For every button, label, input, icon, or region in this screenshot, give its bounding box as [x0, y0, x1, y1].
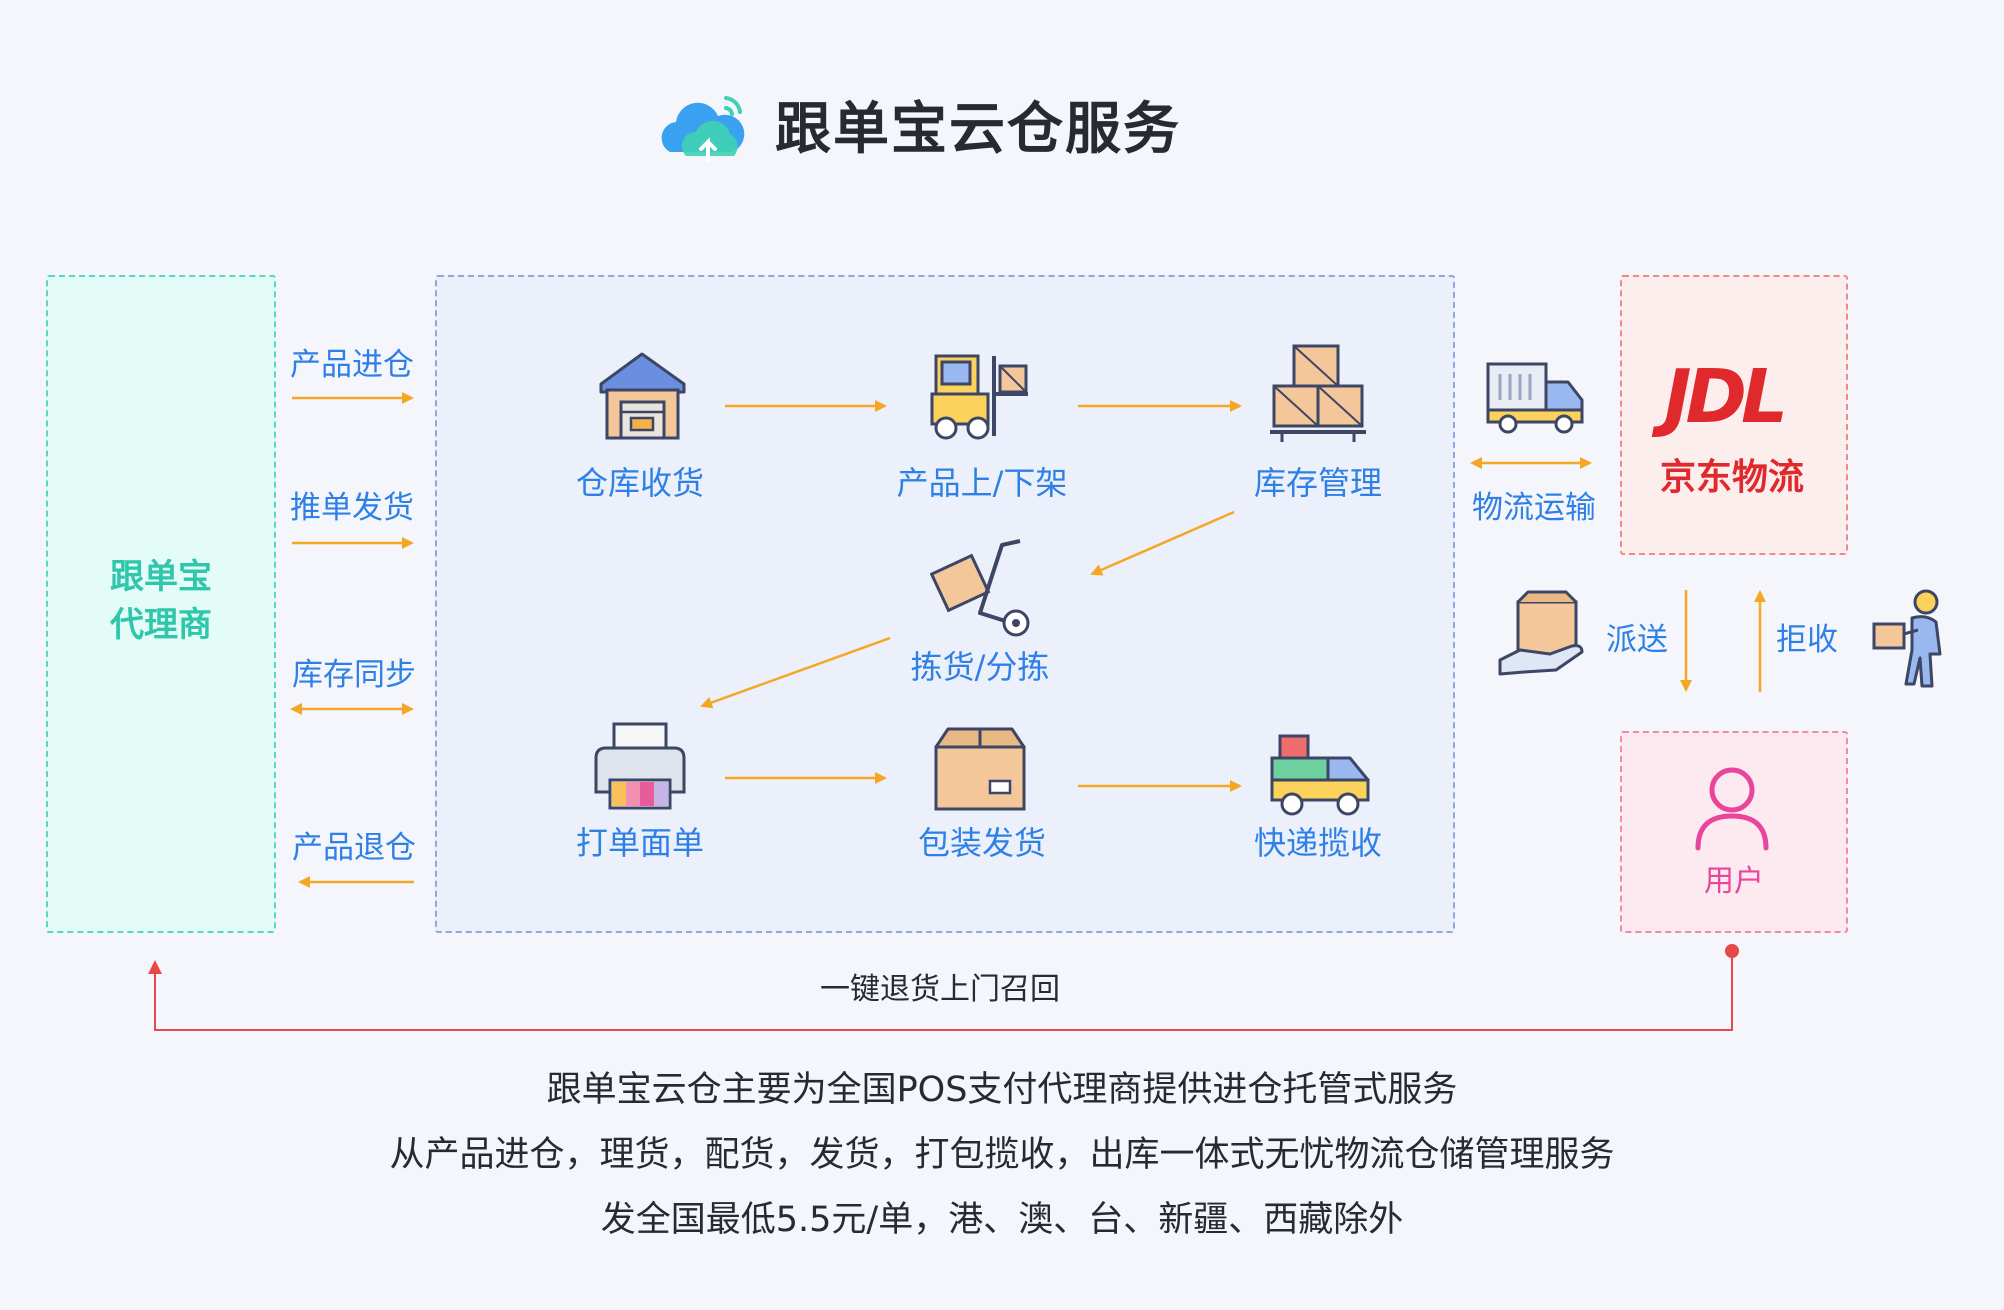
flow-label-push-order: 推单发货 [290, 490, 414, 526]
user-icon [1695, 767, 1769, 851]
hand-package-icon [1498, 590, 1584, 676]
forklift-icon [930, 354, 1028, 440]
freight-truck-icon [1486, 362, 1584, 434]
footer-line-1: 跟单宝云仓主要为全国POS支付代理商提供进仓托管式服务 [546, 1070, 1458, 1110]
page-title: 跟单宝云仓服务 [775, 97, 1181, 162]
step-label-inventory: 库存管理 [1253, 464, 1382, 502]
step-label-courier: 快递揽收 [1253, 824, 1382, 862]
flow-label-stock-sync: 库存同步 [292, 657, 416, 693]
delivery-truck-icon [1270, 734, 1370, 816]
user-box [1620, 731, 1848, 933]
cloud-upload-signal-icon [661, 96, 745, 162]
agent-label-line2: 代理商 [110, 605, 212, 645]
agent-label-line1: 跟单宝 [110, 557, 212, 597]
step-label-shelve: 产品上/下架 [896, 464, 1068, 502]
footer-line-2: 从产品进仓，理货，配货，发货，打包揽收，出库一体式无忧物流仓储管理服务 [389, 1135, 1615, 1175]
return-line [148, 952, 1733, 1031]
step-label-pack: 包装发货 [917, 824, 1046, 862]
package-box-icon [934, 727, 1026, 811]
arrow-pick-to-print [700, 636, 891, 709]
deliver-label: 派送 [1606, 622, 1668, 658]
agent-box [46, 275, 276, 933]
printer-icon [594, 722, 686, 810]
flow-label-product-in: 产品进仓 [290, 347, 414, 383]
arrow-inventory-to-pick [1090, 510, 1235, 576]
inventory-boxes-icon [1270, 344, 1366, 442]
footer-line-3: 发全国最低5.5元/单，港、澳、台、新疆、西藏除外 [600, 1200, 1404, 1240]
step-label-print: 打单面单 [575, 824, 704, 862]
jdl-logo: JDL [1664, 354, 1788, 440]
user-label: 用户 [1704, 864, 1764, 899]
return-line-start-dot [1725, 944, 1739, 958]
step-label-pick: 拣货/分拣 [910, 648, 1050, 686]
agent-label: 跟单宝 代理商 [46, 553, 276, 649]
hand-truck-icon [930, 539, 1030, 637]
reject-label: 拒收 [1776, 622, 1838, 658]
step-label-receive: 仓库收货 [575, 464, 704, 502]
return-flow-label: 一键退货上门召回 [820, 972, 1060, 1007]
carrier-name: 京东物流 [1659, 457, 1804, 498]
flow-label-product-return: 产品退仓 [292, 830, 416, 866]
transport-label: 物流运输 [1472, 490, 1596, 526]
carrier-box [1620, 275, 1848, 555]
courier-person-icon [1872, 589, 1942, 688]
warehouse-icon [599, 352, 686, 440]
